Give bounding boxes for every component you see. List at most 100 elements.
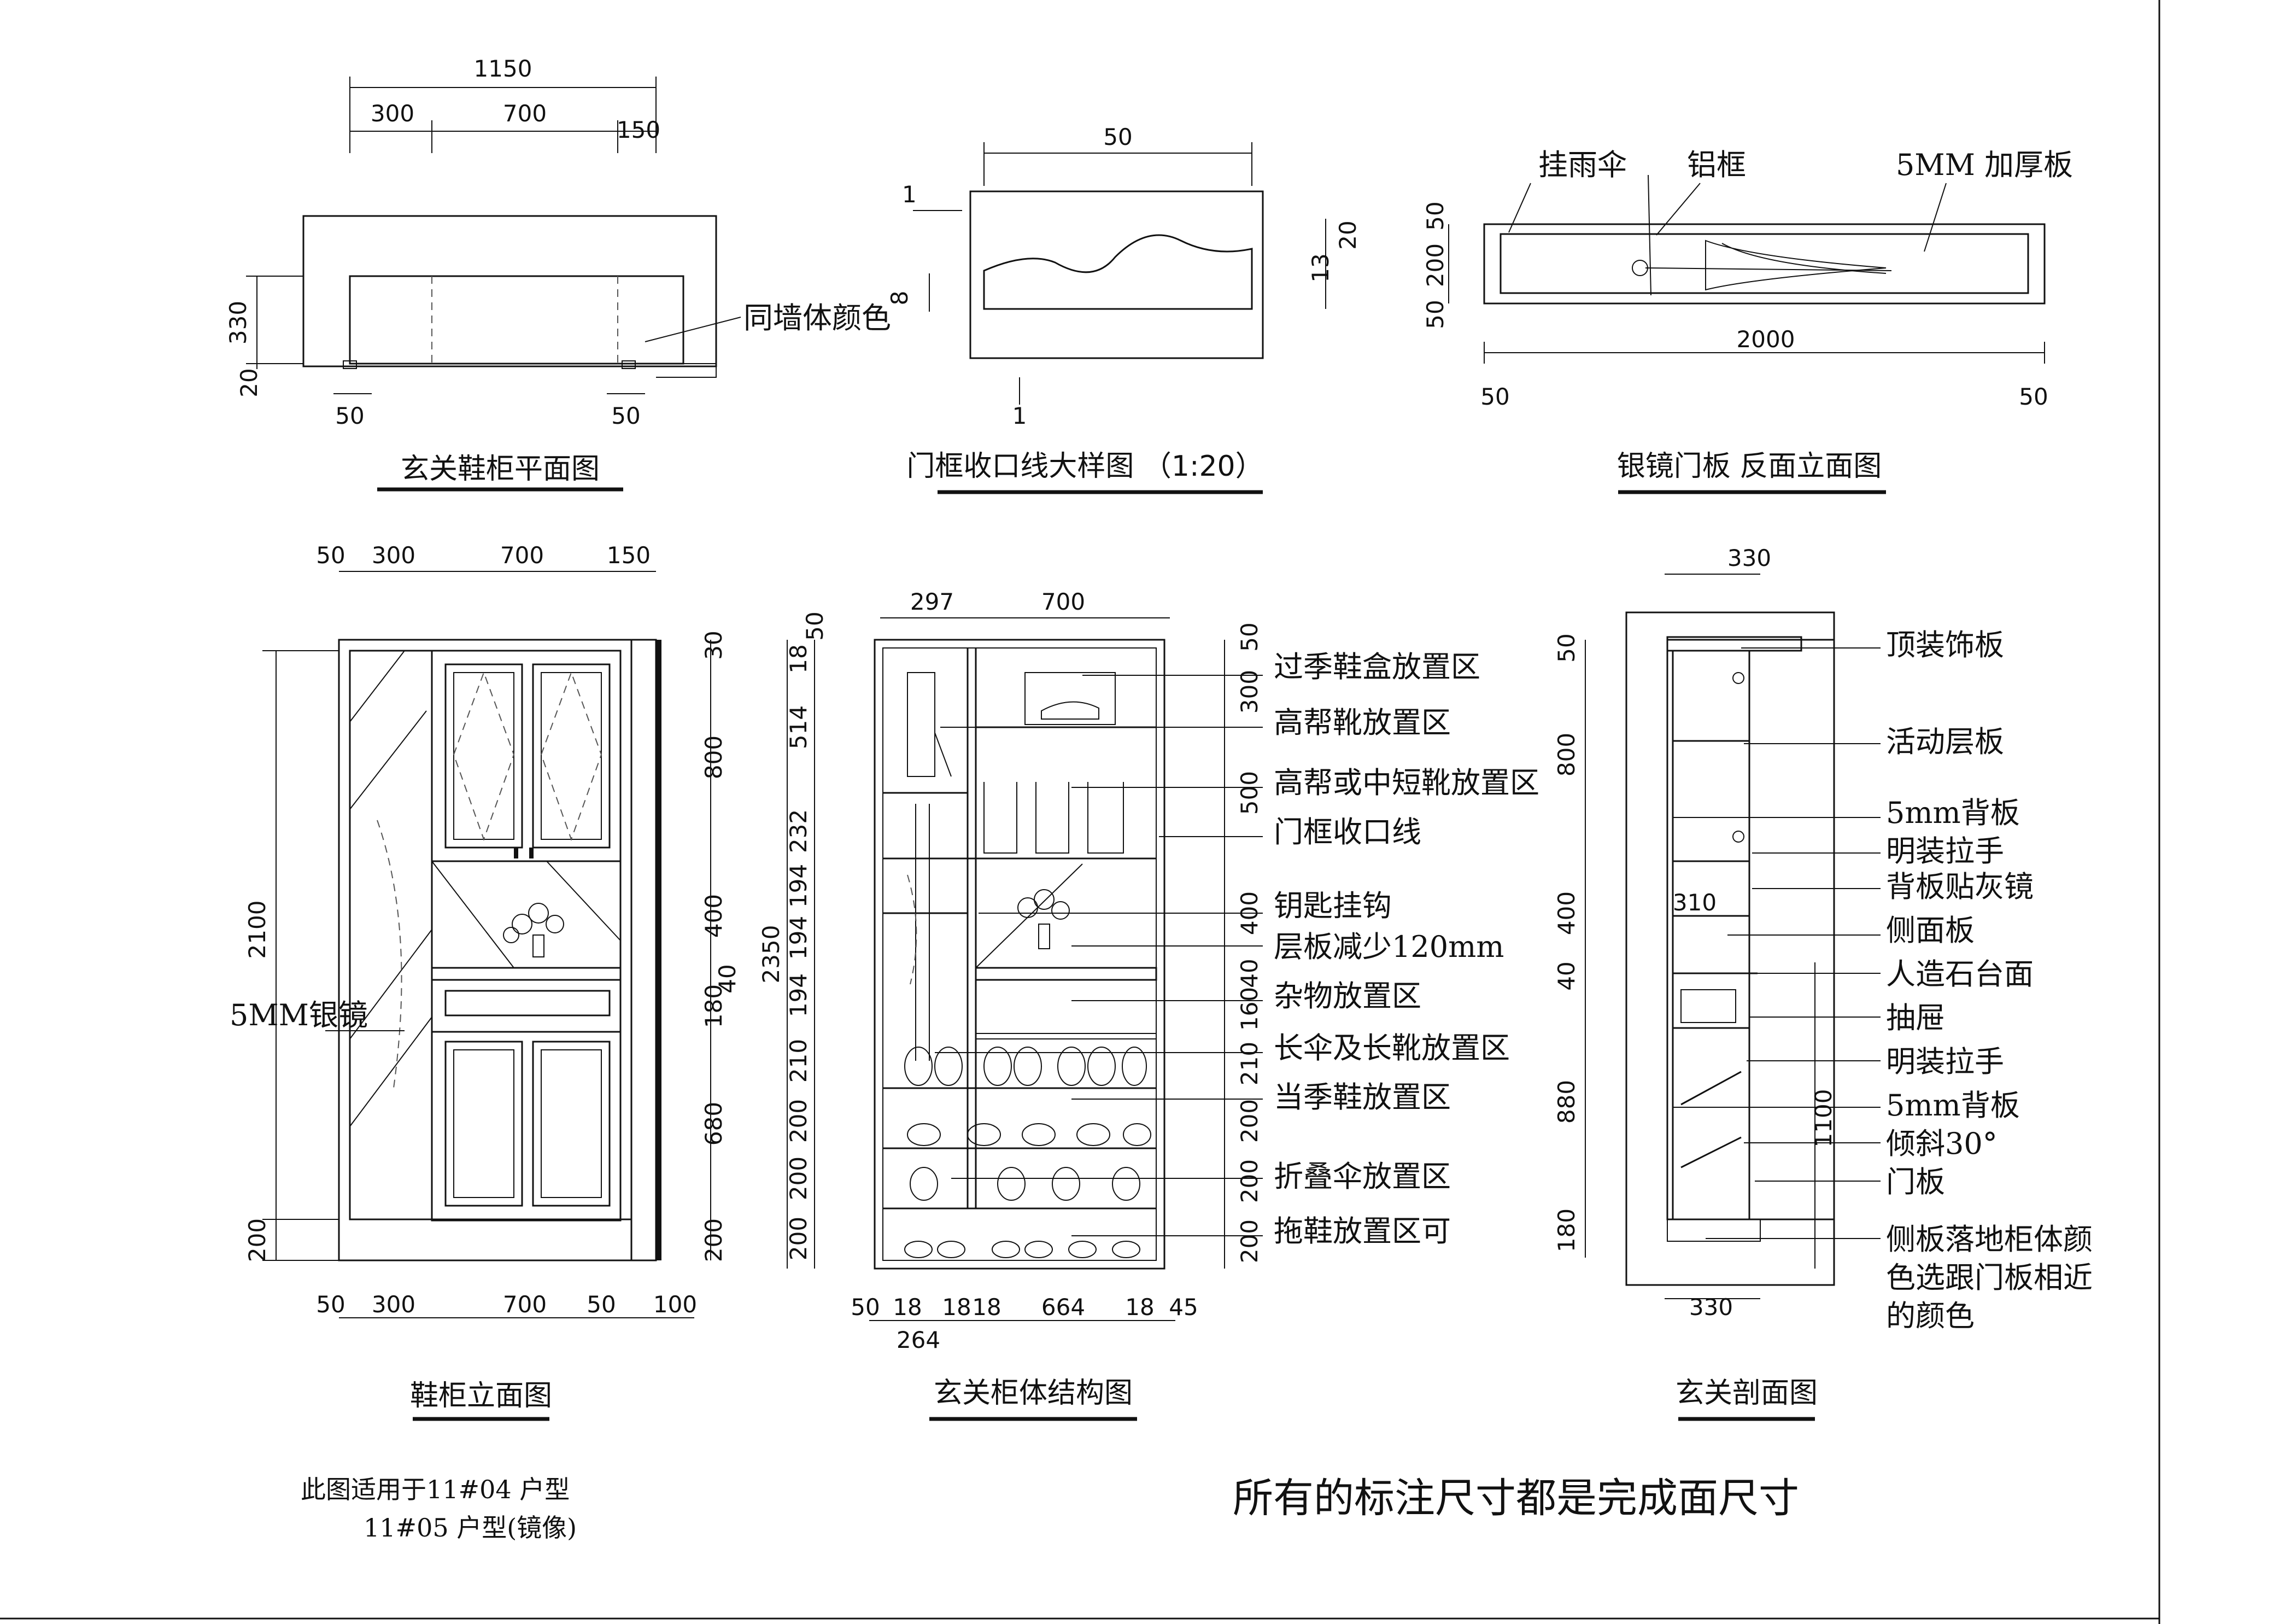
elev-upper-door-right bbox=[532, 663, 611, 849]
section-drawer bbox=[1680, 989, 1736, 1023]
struct-callout-2: 高帮或中短靴放置区 bbox=[1274, 766, 1539, 800]
struct-callout-6: 杂物放置区 bbox=[1274, 979, 1421, 1013]
struct-bottom-dim-2: 18 bbox=[942, 1294, 971, 1321]
elev-right-dim-6: 200 bbox=[700, 1218, 727, 1262]
elev-bottom-dim-2: 700 bbox=[503, 1291, 547, 1318]
section-dim-h6: 180 bbox=[1553, 1208, 1580, 1252]
shoes-row bbox=[904, 1047, 1151, 1258]
mirror-back-dim-left: 50 bbox=[1480, 383, 1509, 410]
plan-dim-a: 300 bbox=[371, 100, 414, 127]
section-wall bbox=[1625, 611, 1835, 1286]
detail-grid bbox=[969, 190, 1264, 359]
section-callout-14: 的颜色 bbox=[1886, 1299, 1975, 1333]
mirror-back-dim-width: 2000 bbox=[1737, 326, 1795, 353]
elev-top-dim-1: 300 bbox=[372, 542, 415, 569]
elev-right-dim-2: 400 bbox=[700, 894, 727, 938]
plan-dim-r: 50 bbox=[611, 402, 640, 429]
elev-open-niche bbox=[431, 860, 622, 969]
mirror-back-title: 银镜门板 反面立面图 bbox=[1617, 450, 1882, 483]
main-note: 所有的标注尺寸都是完成面尺寸 bbox=[1233, 1475, 1799, 1522]
struct-cabinet-outline bbox=[874, 639, 1165, 1270]
elev-mirror-panel bbox=[349, 650, 433, 1220]
struct-right-dim-1: 300 bbox=[1236, 670, 1263, 714]
struct-callout-3: 门框收口线 bbox=[1274, 815, 1421, 849]
plan-cabinet-opening bbox=[349, 275, 684, 365]
struct-bottom-dim-7: 264 bbox=[897, 1327, 940, 1353]
plan-callout: 同墙体颜色 bbox=[743, 301, 891, 335]
struct-left-dim-d1: 18 bbox=[785, 644, 812, 673]
struct-callout-0: 过季鞋盒放置区 bbox=[1274, 650, 1480, 684]
struct-callout-9: 折叠伞放置区 bbox=[1274, 1159, 1451, 1194]
elev-drawer bbox=[444, 990, 611, 1017]
struct-left-dim-d6: 194 bbox=[785, 916, 812, 960]
section-callout-12: 侧板落地柜体颜 bbox=[1886, 1222, 2093, 1257]
umbrella-hanging-icon bbox=[907, 804, 930, 1061]
elev-callout-mirror: 5MM银镜 bbox=[230, 998, 368, 1032]
section-top-panel bbox=[1666, 636, 1802, 652]
elev-top-dim-0: 50 bbox=[316, 542, 345, 569]
section-dim-h5: 880 bbox=[1553, 1080, 1580, 1124]
applies-note-line2: 11#05 户型(镜像) bbox=[364, 1513, 577, 1543]
elev-top-dim-2: 700 bbox=[500, 542, 544, 569]
applies-note-line1: 此图适用于11#04 户型 bbox=[301, 1475, 570, 1504]
struct-right-dim-2: 500 bbox=[1236, 771, 1263, 815]
detail-dim-bottom: 1 bbox=[1012, 402, 1027, 429]
detail-title: 门框收口线大样图 （1:20） bbox=[906, 450, 1263, 483]
flower-vase-icon bbox=[503, 903, 564, 957]
plan-dim-b: 700 bbox=[503, 100, 547, 127]
struct-bottom-dim-6: 45 bbox=[1169, 1294, 1198, 1321]
section-callout-10: 倾斜30° bbox=[1886, 1126, 1998, 1161]
mirror-back-dim-top: 50 bbox=[1422, 201, 1449, 230]
struct-bottom-dim-5: 18 bbox=[1125, 1294, 1154, 1321]
section-dim-h1: 50 bbox=[1553, 633, 1580, 662]
section-callout-4: 背板贴灰镜 bbox=[1886, 869, 2034, 904]
struct-bottom-dim-3: 18 bbox=[972, 1294, 1001, 1321]
struct-right-dim-8: 200 bbox=[1236, 1159, 1263, 1203]
mirror-back-dim-mid: 200 bbox=[1422, 243, 1449, 287]
struct-right-dim-4: 40 bbox=[1236, 959, 1263, 988]
section-callout-0: 顶装饰板 bbox=[1886, 628, 2004, 662]
struct-callout-10: 拖鞋放置区可 bbox=[1274, 1214, 1451, 1248]
section-callout-1: 活动层板 bbox=[1886, 725, 2004, 759]
struct-bottom-dim-4: 664 bbox=[1041, 1294, 1085, 1321]
struct-right-dim-5: 160 bbox=[1236, 987, 1263, 1031]
elev-right-dim-3: 40 bbox=[714, 964, 741, 993]
elev-top-dim-3: 150 bbox=[607, 542, 651, 569]
detail-dim-top: 1 bbox=[902, 181, 917, 208]
struct-right-dim-0: 50 bbox=[1236, 622, 1263, 651]
struct-left-dim-d11: 200 bbox=[785, 1217, 812, 1260]
plan-wall bbox=[302, 215, 717, 367]
struct-left-dim-d7: 194 bbox=[785, 973, 812, 1017]
section-dim-h2: 800 bbox=[1553, 733, 1580, 776]
detail-dim-right-b: 13 bbox=[1307, 253, 1334, 282]
struct-left-dim-d9: 200 bbox=[785, 1099, 812, 1143]
section-dim-h3: 400 bbox=[1553, 891, 1580, 935]
elev-title: 鞋柜立面图 bbox=[410, 1380, 552, 1412]
elev-right-dim-1: 800 bbox=[700, 735, 727, 779]
plan-title: 玄关鞋柜平面图 bbox=[401, 453, 600, 486]
structure-view: 297 700 bbox=[758, 588, 1539, 1421]
mirror-back-callout-frame: 铝框 bbox=[1687, 148, 1746, 182]
mirror-back-callout-board: 5MM 加厚板 bbox=[1896, 148, 2073, 182]
elev-right-dim-0: 30 bbox=[700, 630, 727, 659]
elevation-view: 50 300 700 150 bbox=[230, 542, 741, 1421]
section-dim-top: 330 bbox=[1727, 545, 1771, 571]
struct-callout-8: 当季鞋放置区 bbox=[1274, 1080, 1451, 1114]
umbrella-icon bbox=[1632, 239, 1892, 291]
mirror-back-view: 挂雨伞 铝框 5MM 加厚板 50 200 50 2000 50 50 银镜门板… bbox=[1422, 148, 2073, 494]
elev-left-dim-total: 2100 bbox=[244, 901, 271, 959]
mirror-back-dim-right: 50 bbox=[2019, 383, 2048, 410]
plan-dim-c: 150 bbox=[617, 116, 660, 143]
detail-dim-width: 50 bbox=[1103, 124, 1132, 150]
section-dim-h7: 1100 bbox=[1810, 1089, 1837, 1148]
plan-dim-foot: 20 bbox=[236, 368, 262, 397]
struct-title: 玄关柜体结构图 bbox=[934, 1377, 1133, 1410]
struct-left-dim-total: 2350 bbox=[758, 925, 784, 984]
section-callout-5: 侧面板 bbox=[1886, 913, 1975, 948]
struct-callout-4: 钥匙挂钩 bbox=[1274, 889, 1392, 923]
section-view: 330 50 800 400 40 880 180 310 1100 330 bbox=[1553, 545, 2093, 1421]
section-callout-3: 明装拉手 bbox=[1886, 834, 2004, 868]
elev-right-dim-4: 180 bbox=[700, 984, 727, 1028]
struct-left-dim-d5: 194 bbox=[785, 864, 812, 908]
section-callout-11: 门板 bbox=[1886, 1165, 1945, 1199]
